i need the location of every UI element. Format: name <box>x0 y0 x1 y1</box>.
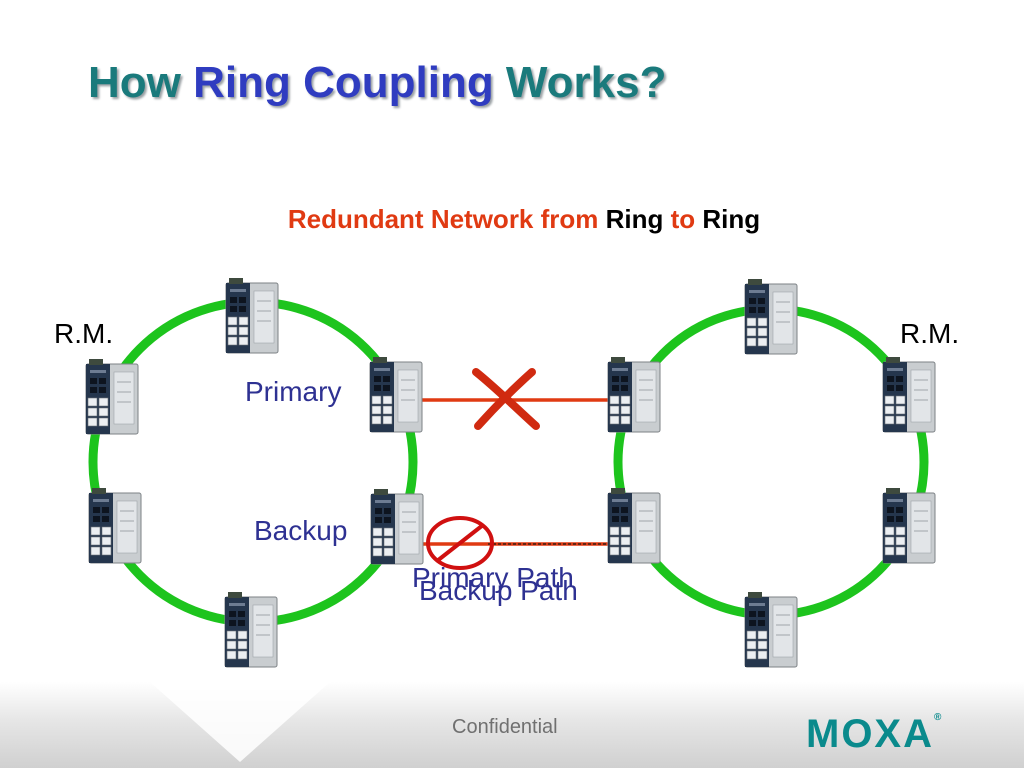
confidential-label: Confidential <box>452 716 558 738</box>
primary-label: Primary <box>245 376 342 407</box>
primary-path-label: Primary Path <box>412 562 574 593</box>
switch-icon-right-lower <box>882 487 936 564</box>
switch-icon-right-bottom <box>744 591 798 668</box>
moxa-logo-text: MOXA <box>806 712 934 756</box>
switch-icon-left-rm <box>85 358 139 435</box>
footer-band <box>0 682 1024 768</box>
moxa-logo: MOXA® <box>806 712 943 757</box>
prohibited-sign-icon <box>426 516 494 570</box>
subtitle-part-3: to <box>663 204 703 234</box>
backup-label: Backup <box>254 515 348 546</box>
switch-icon-left-primary <box>369 356 423 433</box>
rm-label-left: R.M. <box>54 318 114 349</box>
subtitle-part-4: Ring <box>702 204 761 234</box>
diagram-subtitle: Redundant Network from Ring to Ring <box>0 204 1024 235</box>
rm-label-right: R.M. <box>900 318 960 349</box>
subtitle-part-1: Redundant Network from <box>287 204 606 234</box>
backup-path-label: Backup Path <box>419 575 578 606</box>
right-ring <box>613 304 929 620</box>
registered-mark: ® <box>934 712 944 723</box>
footer-decoration <box>150 682 330 762</box>
switch-icon-right-rm <box>882 356 936 433</box>
title-part-works: Works? <box>493 58 667 107</box>
switch-icon-left-backup <box>370 488 424 565</box>
slide-title: How Ring Coupling Works? <box>88 58 666 108</box>
title-part-how: How <box>88 58 194 107</box>
title-part-ring-coupling: Ring Coupling <box>193 58 494 107</box>
switch-icon-right-backup <box>607 487 661 564</box>
red-x-icon <box>472 368 540 430</box>
switch-icon-left-bottom <box>224 591 278 668</box>
switch-icon-left-top <box>225 277 279 354</box>
switch-icon-left-lower <box>88 487 142 564</box>
subtitle-part-2: Ring <box>605 204 664 234</box>
switch-icon-right-primary <box>607 356 661 433</box>
switch-icon-right-top <box>744 278 798 355</box>
